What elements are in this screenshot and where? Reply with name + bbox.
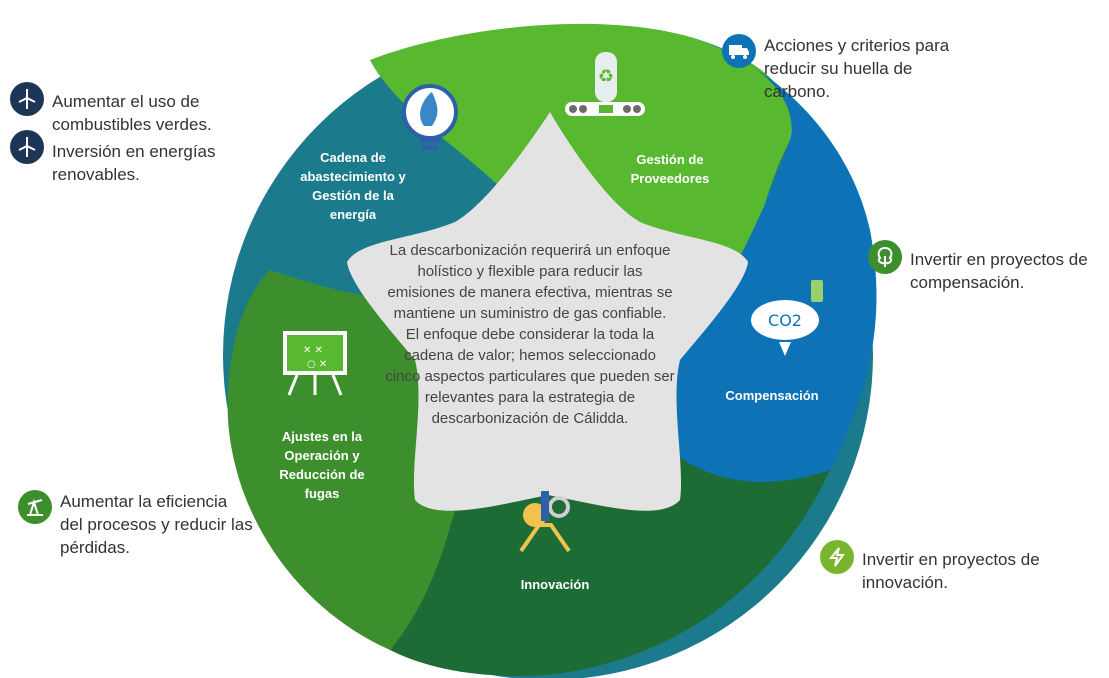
callout-eficiencia: Aumentar la eficiencia del procesos y re…	[18, 490, 253, 559]
center-description: La descarbonización requerirá un enfoque…	[385, 242, 675, 427]
segment-compensacion	[640, 40, 877, 560]
callout-text: Aumentar el uso de combustibles verdes.	[52, 92, 212, 134]
wind-turbine-icon	[10, 82, 44, 116]
truck-icon	[722, 34, 756, 68]
recycling-machine-icon: ♻	[565, 52, 645, 116]
lightbulb-leaf-icon	[402, 84, 458, 150]
svg-text:○ ✕: ○ ✕	[307, 359, 327, 370]
strategy-board-icon: ✕ ✕ ○ ✕	[283, 331, 347, 396]
callout-combustibles: Aumentar el uso de combustibles verdes.	[10, 82, 212, 136]
wind-turbine-icon	[10, 130, 44, 164]
callout-text: Acciones y criterios para reducir su hue…	[764, 36, 950, 101]
callout-proveedores: Acciones y criterios para reducir su hue…	[722, 34, 949, 103]
callout-text: Aumentar la eficiencia del procesos y re…	[60, 492, 253, 557]
svg-text:CO2: CO2	[768, 311, 802, 330]
svg-text:✕ ✕: ✕ ✕	[303, 345, 323, 356]
callout-text: Inversión en energías renovables.	[52, 142, 216, 184]
lightning-icon	[820, 540, 854, 574]
callout-text: Invertir en proyectos de innovación.	[862, 550, 1040, 592]
segment-label-gestion: Gestión de Proveedores	[630, 152, 710, 186]
oil-pump-icon	[18, 490, 52, 524]
segment-gestion	[370, 23, 792, 271]
segment-label-ajustes: Ajustes en la Operación y Reducción de f…	[279, 429, 365, 501]
tree-icon	[868, 240, 902, 274]
segment-label-cadena: Cadena de abastecimiento y Gestión de la…	[300, 150, 406, 222]
callout-compensacion: Invertir en proyectos de compensación.	[868, 240, 1088, 294]
callout-innovacion: Invertir en proyectos de innovación.	[820, 540, 1040, 594]
callout-renovables: Inversión en energías renovables.	[10, 130, 216, 186]
svg-text:♻: ♻	[598, 66, 614, 87]
callout-text: Invertir en proyectos de compensación.	[910, 250, 1088, 292]
innovation-person-icon	[519, 491, 571, 553]
center-star	[347, 112, 748, 511]
segment-label-innovacion: Innovación	[520, 577, 590, 592]
segment-label-compensacion: Compensación	[725, 388, 819, 403]
co2-cloud-icon: CO2	[751, 280, 823, 356]
